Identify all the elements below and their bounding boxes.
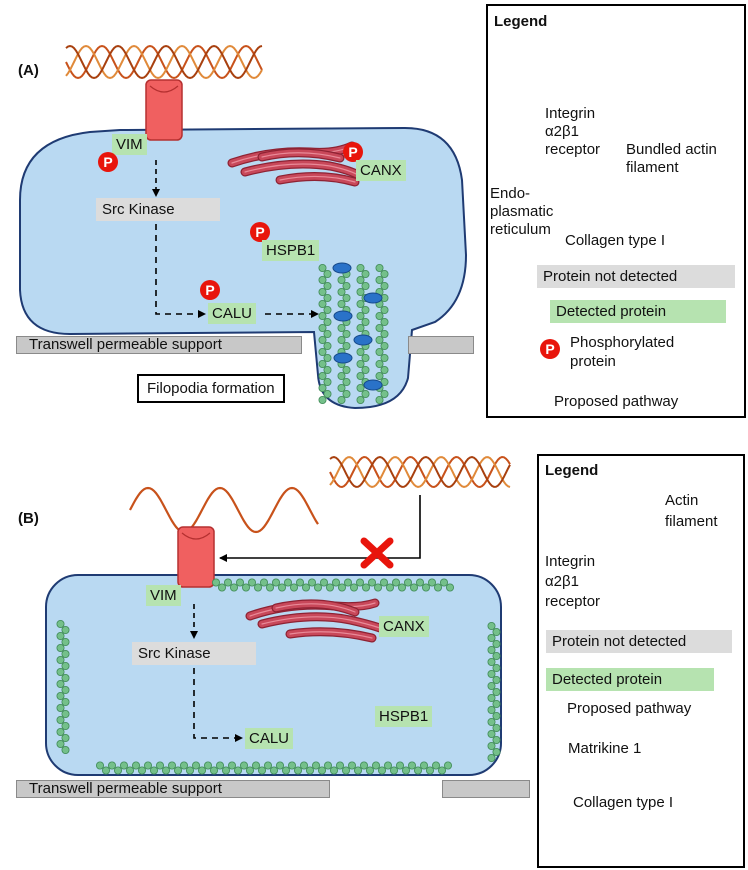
legend-pathway-label-a: Proposed pathway <box>554 393 679 410</box>
integrin-receptor-b <box>177 526 215 588</box>
legend-collagen-label-b: Collagen type I <box>573 794 674 811</box>
legend-pathway-label-b: Proposed pathway <box>567 700 692 717</box>
src-kinase-label-a: Src Kinase <box>96 198 220 221</box>
pathway-arrow-src-calu-b <box>193 668 243 742</box>
blocked-binding-arrow <box>219 495 421 562</box>
filopodia-formation-label: Filopodia formation <box>137 374 285 403</box>
legend-collagen-label-a: Collagen type I <box>565 232 666 249</box>
transwell-support-a: Transwell permeable support <box>16 336 302 354</box>
legend-phospho-label: Phosphorylated protein <box>570 334 675 370</box>
legend-matrikine-label: Matrikine 1 <box>568 740 642 757</box>
legend-bundled-actin-label: Bundled actin filament <box>626 141 717 176</box>
block-x-icon <box>360 537 394 569</box>
er-b <box>245 598 385 643</box>
phospho-badge-vim: P <box>98 152 118 172</box>
phospho-badge-canx: P <box>343 142 363 162</box>
legend-phospho-badge: P <box>540 339 560 359</box>
transwell-support-label-b: Transwell permeable support <box>29 780 222 797</box>
transwell-support-b: Transwell permeable support <box>16 780 330 798</box>
canx-label-b: CANX <box>379 616 429 637</box>
collagen-helix-a <box>65 44 263 80</box>
legend-integrin-label: Integrin α2β1 receptor <box>545 105 601 158</box>
legend-not-detected-a: Protein not detected <box>537 265 735 288</box>
transwell-support-label-a: Transwell permeable support <box>29 336 222 353</box>
er-a <box>227 141 365 187</box>
collagen-helix-b <box>329 455 511 489</box>
legend-detected-b: Detected protein <box>546 668 714 691</box>
canx-label-a: CANX <box>356 160 406 181</box>
legend-not-detected-b: Protein not detected <box>546 630 732 653</box>
legend-b-box <box>537 454 745 868</box>
matrikine-wave-b <box>129 486 319 534</box>
panel-a-label: (A) <box>18 62 39 79</box>
legend-actin-label: Actin filament <box>665 492 718 530</box>
phospho-badge-hspb1: P <box>250 222 270 242</box>
phospho-badge-calu: P <box>200 280 220 300</box>
transwell-support-a-right <box>408 336 474 354</box>
vim-label-b: VIM <box>146 585 181 606</box>
cortical-actin-b <box>56 578 501 775</box>
legend-er-label: Endo- plasmatic reticulum <box>490 185 554 238</box>
hspb1-label-b: HSPB1 <box>375 706 433 727</box>
legend-detected-a: Detected protein <box>550 300 726 323</box>
hspb1-label-a: HSPB1 <box>262 240 320 261</box>
legend-a-title: Legend <box>494 13 548 30</box>
legend-b-title: Legend <box>545 462 599 479</box>
legend-b-integrin-label: Integrin α2β1 receptor <box>545 553 601 610</box>
vim-label-a: VIM <box>112 134 147 155</box>
src-kinase-label-b: Src Kinase <box>132 642 256 665</box>
integrin-receptor-a <box>145 79 183 141</box>
pathway-arrow-src-calu <box>155 224 206 318</box>
transwell-support-b-right <box>442 780 530 798</box>
calu-label-a: CALU <box>208 303 257 324</box>
panel-b-label: (B) <box>18 510 39 527</box>
calu-label-b: CALU <box>245 728 294 749</box>
bundled-actin-a <box>318 262 389 404</box>
legend-a-box <box>486 4 746 418</box>
